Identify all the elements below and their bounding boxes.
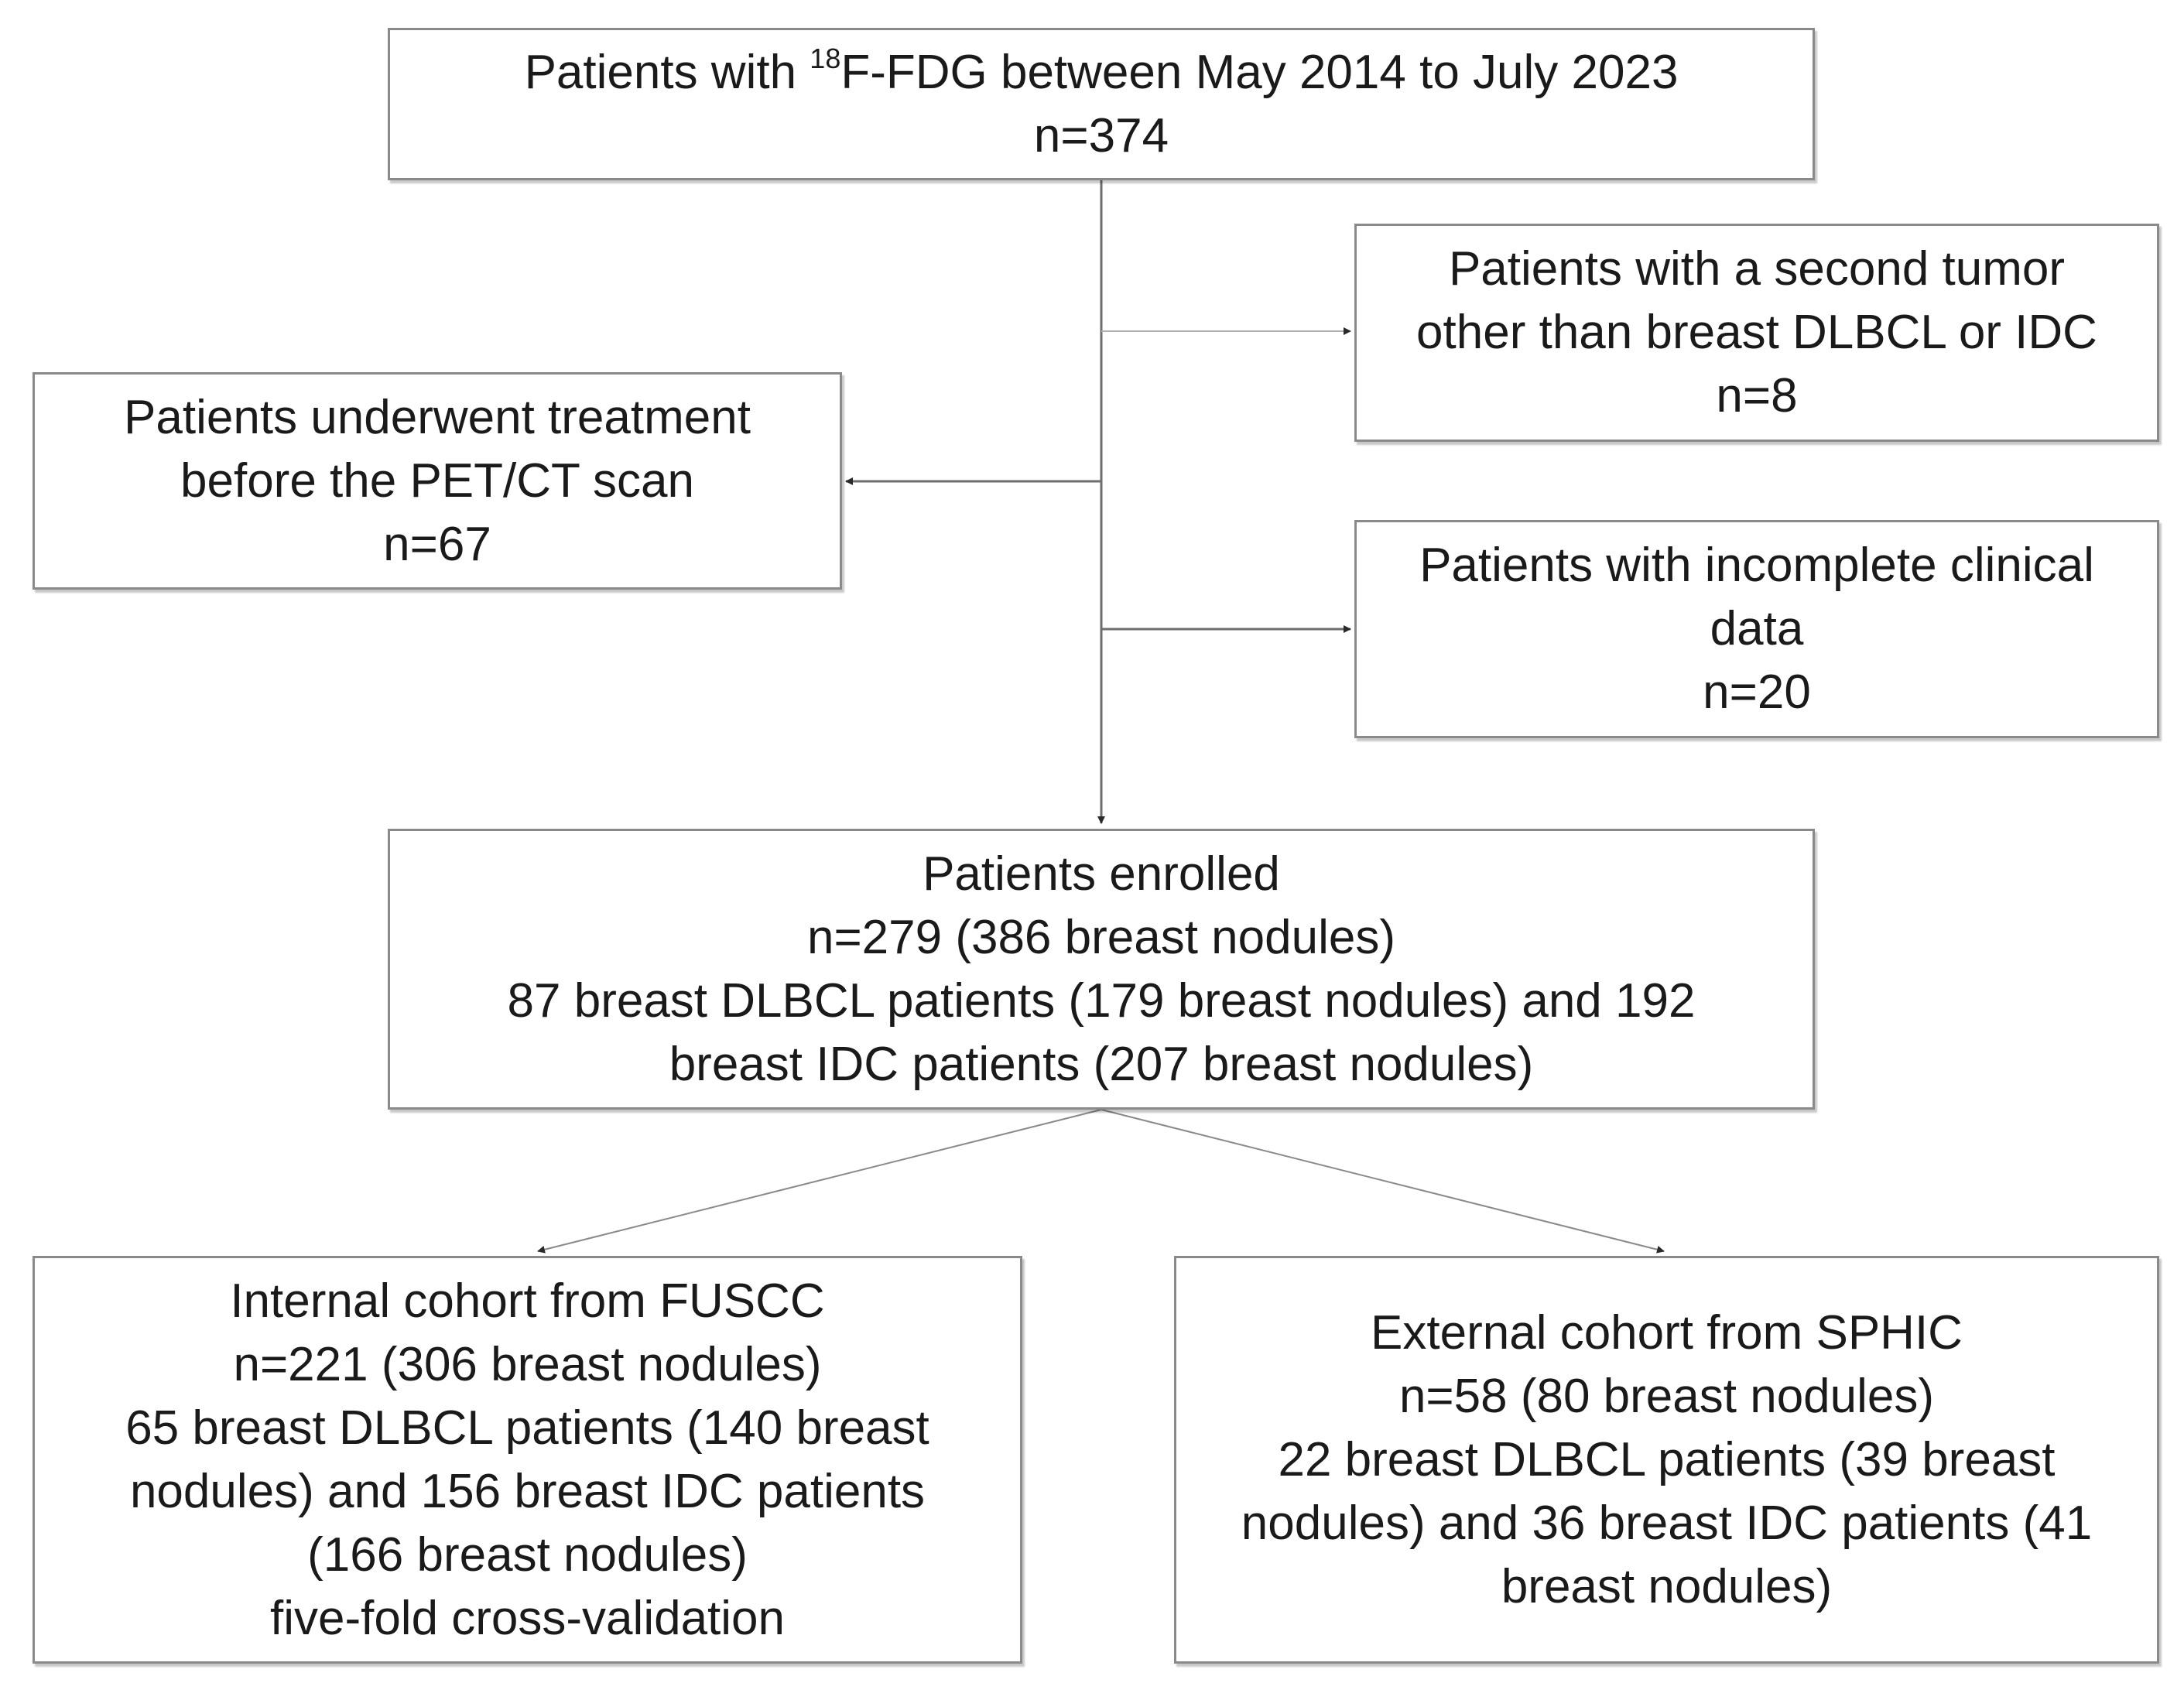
source-title: Patients with 18F-FDG between May 2014 t…: [525, 41, 1679, 104]
exclusion-incomplete-line1: Patients with incomplete clinical: [1419, 539, 2094, 592]
exclusion-treatment-line1: Patients underwent treatment: [124, 390, 751, 444]
exclusion-incomplete-line2: data: [1710, 602, 1804, 655]
enrolled-detail-line1: 87 breast DLBCL patients (179 breast nod…: [507, 973, 1696, 1028]
exclusion-incomplete-count: n=20: [1703, 665, 1811, 719]
enrolled-title: Patients enrolled: [923, 847, 1280, 901]
exclusion-second-tumor-line1: Patients with a second tumor: [1448, 242, 2066, 296]
internal-cohort-detail-line1: 65 breast DLBCL patients (140 breast: [125, 1401, 929, 1455]
internal-cohort-validation: five-fold cross-validation: [269, 1591, 786, 1645]
exclusion-treatment-box: Patients underwent treatment before the …: [33, 372, 842, 590]
enrolled-count: n=279 (386 breast nodules): [806, 910, 1396, 964]
external-cohort-title: External cohort from SPHIC: [1371, 1305, 1963, 1360]
exclusion-second-tumor-line2: other than breast DLBCL or IDC: [1416, 306, 2097, 359]
source-isotope-superscript: 18: [810, 42, 841, 74]
external-cohort-detail-line2: nodules) and 36 breast IDC patients (41: [1241, 1496, 2093, 1550]
exclusion-second-tumor-box: Patients with a second tumor other than …: [1354, 224, 2159, 442]
exclusion-treatment-line2: before the PET/CT scan: [180, 453, 694, 508]
enrolled-box: Patients enrolled n=279 (386 breast nodu…: [388, 829, 1815, 1110]
internal-cohort-detail-line2: nodules) and 156 breast IDC patients: [129, 1464, 926, 1518]
internal-cohort-title: Internal cohort from FUSCC: [230, 1274, 825, 1328]
source-title-prefix: Patients with: [524, 45, 810, 99]
exclusion-treatment-count: n=67: [383, 517, 491, 571]
split-arrow-external: [1101, 1109, 1665, 1254]
source-count: n=374: [1033, 108, 1169, 162]
external-cohort-detail-line3: breast nodules): [1501, 1559, 1833, 1613]
enrolled-detail-line2: breast IDC patients (207 breast nodules): [669, 1037, 1534, 1091]
external-cohort-box: External cohort from SPHIC n=58 (80 brea…: [1174, 1256, 2159, 1664]
internal-cohort-box: Internal cohort from FUSCC n=221 (306 br…: [33, 1256, 1022, 1664]
internal-cohort-detail-line3: (166 breast nodules): [307, 1527, 748, 1582]
internal-cohort-count: n=221 (306 breast nodules): [233, 1337, 822, 1391]
source-population-box: Patients with 18F-FDG between May 2014 t…: [388, 28, 1815, 180]
exclusion-second-tumor-count: n=8: [1716, 369, 1798, 422]
split-arrow-internal: [537, 1109, 1102, 1254]
external-cohort-detail-line1: 22 breast DLBCL patients (39 breast: [1278, 1432, 2056, 1486]
external-cohort-count: n=58 (80 breast nodules): [1398, 1369, 1935, 1423]
exclusion-incomplete-box: Patients with incomplete clinical data n…: [1354, 520, 2159, 738]
source-title-suffix: F-FDG between May 2014 to July 2023: [840, 45, 1679, 99]
